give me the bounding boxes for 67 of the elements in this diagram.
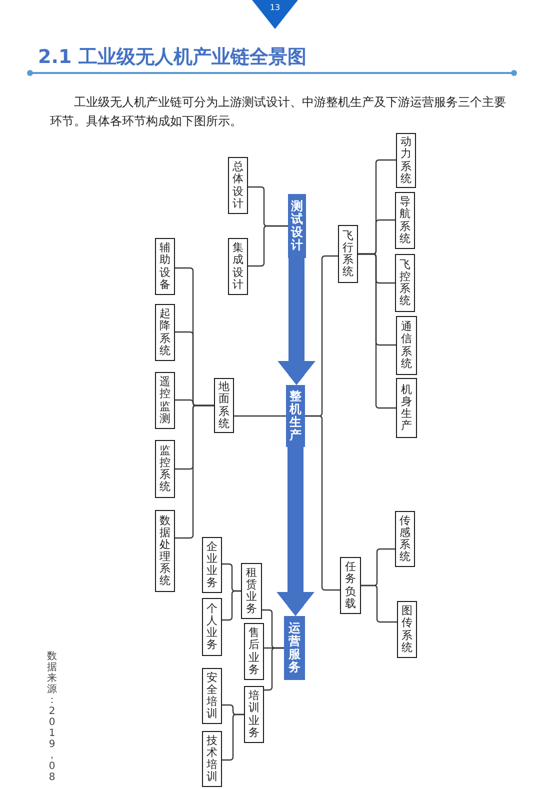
component-label: 任务负载: [345, 561, 356, 610]
component-box: [155, 510, 175, 592]
component-box: [155, 238, 175, 295]
component-box: [396, 316, 417, 375]
component-box: [202, 731, 222, 787]
component-label: 数据处理系统: [160, 514, 170, 588]
component-box: [202, 537, 222, 593]
component-box: [244, 686, 264, 743]
component-label: 企业业务: [206, 540, 218, 590]
component-box: [396, 378, 417, 438]
component-label: 集成设计: [232, 242, 244, 291]
component-label: 飞控系统: [400, 258, 410, 308]
component-box: [340, 557, 361, 614]
component-box: [395, 192, 415, 249]
stage-box: [288, 194, 306, 258]
stage-label: 测试设计: [291, 200, 303, 252]
component-box: [214, 378, 234, 433]
component-box: [397, 601, 417, 658]
component-box: [241, 563, 262, 619]
component-label: 售后业务: [248, 627, 260, 676]
component-box: [396, 133, 416, 188]
bracket-line: [175, 404, 214, 539]
component-box: [155, 372, 175, 429]
component-box: [228, 157, 248, 214]
bracket-line: [264, 647, 284, 691]
component-box: [155, 440, 175, 498]
bracket-line: [305, 415, 340, 591]
component-label: 培训业务: [248, 690, 260, 739]
block-arrow: [276, 447, 314, 616]
component-box: [395, 254, 415, 312]
component-label: 总体设计: [232, 161, 244, 210]
component-label: 监控系统: [160, 444, 170, 494]
page-number: 13: [268, 3, 282, 13]
stage-label: 整机生产: [290, 390, 302, 442]
component-box: [338, 225, 358, 283]
intro-paragraph: 工业级无人机产业链可分为上游测试设计、中游整机生产及下游运营服务三个主要环节。具体各环节构成如下图所示。: [50, 94, 507, 130]
component-label: 导航系统: [400, 196, 410, 245]
component-box: [228, 238, 248, 295]
bracket-line: [234, 415, 286, 417]
component-label: 动力系统: [400, 136, 412, 185]
bracket-line: [248, 225, 288, 267]
component-box: [202, 668, 222, 724]
component-label: 技术培训: [206, 734, 218, 784]
component-box: [155, 304, 175, 361]
component-label: 租赁业务: [246, 566, 257, 616]
bracket-line: [361, 584, 397, 623]
component-label: 通信系统: [401, 321, 412, 370]
component-label: 安全培训: [206, 672, 218, 720]
component-box: [202, 598, 222, 656]
component-label: 个人业务: [206, 602, 218, 652]
component-label: 图传系统: [402, 605, 412, 654]
component-label: 飞行系统: [342, 230, 354, 278]
component-label: 辅助设备: [160, 242, 170, 291]
stage-box: [284, 616, 305, 680]
component-box: [395, 511, 415, 567]
component-box: [244, 623, 264, 680]
stage-box: [286, 385, 305, 447]
component-label: 地面系统: [218, 381, 230, 430]
bracket-line: [222, 590, 241, 621]
heading: 2.1 工业级无人机产业链全景图: [38, 45, 306, 69]
source-note: 数据来源：2019，08: [47, 651, 57, 783]
component-label: 传感系统: [400, 514, 410, 564]
bracket-line: [358, 253, 396, 409]
component-label: 起降系统: [160, 308, 170, 357]
component-label: 机身生产: [401, 384, 412, 432]
component-label: 遥控监测: [160, 376, 170, 425]
stage-label: 运营服务: [288, 622, 300, 674]
